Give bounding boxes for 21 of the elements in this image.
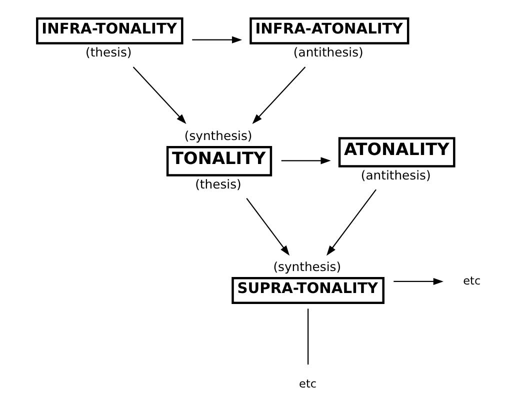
arrow xyxy=(280,157,330,164)
arrow xyxy=(393,278,443,286)
node-box: INFRA-ATONALITY xyxy=(249,17,409,44)
node-box: INFRA-TONALITY xyxy=(36,17,183,44)
node-label: (thesis) xyxy=(85,45,132,60)
arrow xyxy=(132,66,186,124)
node-label: (antithesis) xyxy=(292,45,363,60)
node-label: (synthesis) xyxy=(272,260,341,274)
arrow xyxy=(252,66,306,124)
node-label: (antithesis) xyxy=(360,168,430,183)
arrow xyxy=(192,36,242,44)
node-text: etc xyxy=(298,378,316,391)
node-box: ATONALITY xyxy=(338,137,455,168)
connector xyxy=(307,308,308,365)
node-label: (thesis) xyxy=(194,178,241,192)
arrow xyxy=(326,189,376,256)
node-label: (synthesis) xyxy=(184,129,252,144)
node-box: TONALITY xyxy=(166,146,272,176)
node-text: etc xyxy=(462,274,480,288)
arrow xyxy=(246,198,290,256)
node-box: SUPRA-TONALITY xyxy=(231,277,384,304)
